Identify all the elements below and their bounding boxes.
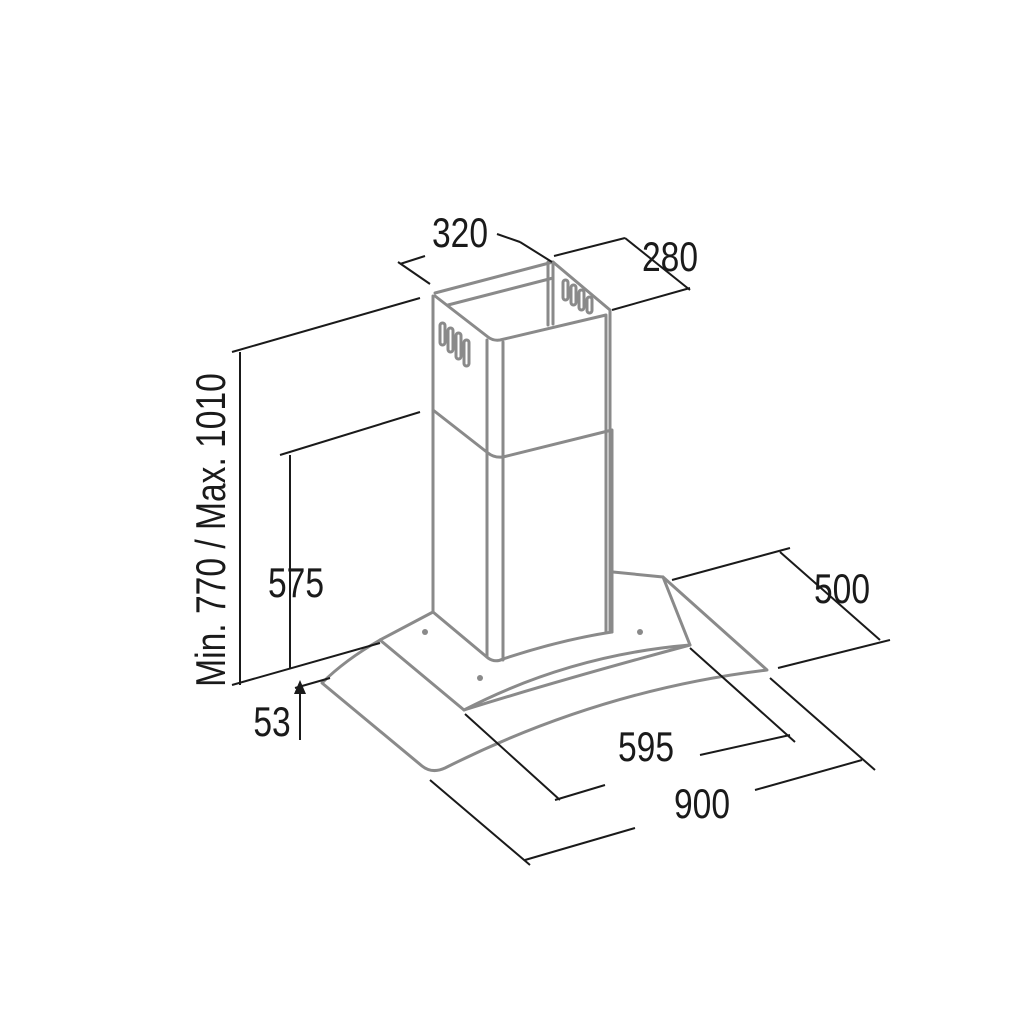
- vent-slots-left: [438, 321, 471, 368]
- label-base-width: 595: [618, 725, 674, 771]
- screw-dot: [422, 629, 428, 635]
- label-body-height: 575: [268, 561, 324, 607]
- label-chimney-width: 320: [432, 211, 488, 257]
- screw-dot: [637, 629, 643, 635]
- label-glass-height: 53: [253, 700, 290, 746]
- label-glass-depth: 500: [814, 567, 870, 613]
- chimney: [431, 260, 614, 663]
- vent-slots-right: [561, 278, 594, 315]
- label-chimney-depth: 280: [642, 235, 698, 281]
- glass-canopy: [320, 570, 769, 773]
- screw-dot: [477, 675, 483, 681]
- dimension-lines: [231, 233, 891, 866]
- hood-drawing: [320, 260, 769, 773]
- arrow-up-icon: [294, 680, 306, 694]
- dimension-labels: 320 280 500 575 53 595 900 Min. 770 / Ma…: [189, 211, 870, 828]
- label-glass-width: 900: [674, 782, 730, 828]
- label-total-height: Min. 770 / Max. 1010: [189, 373, 235, 687]
